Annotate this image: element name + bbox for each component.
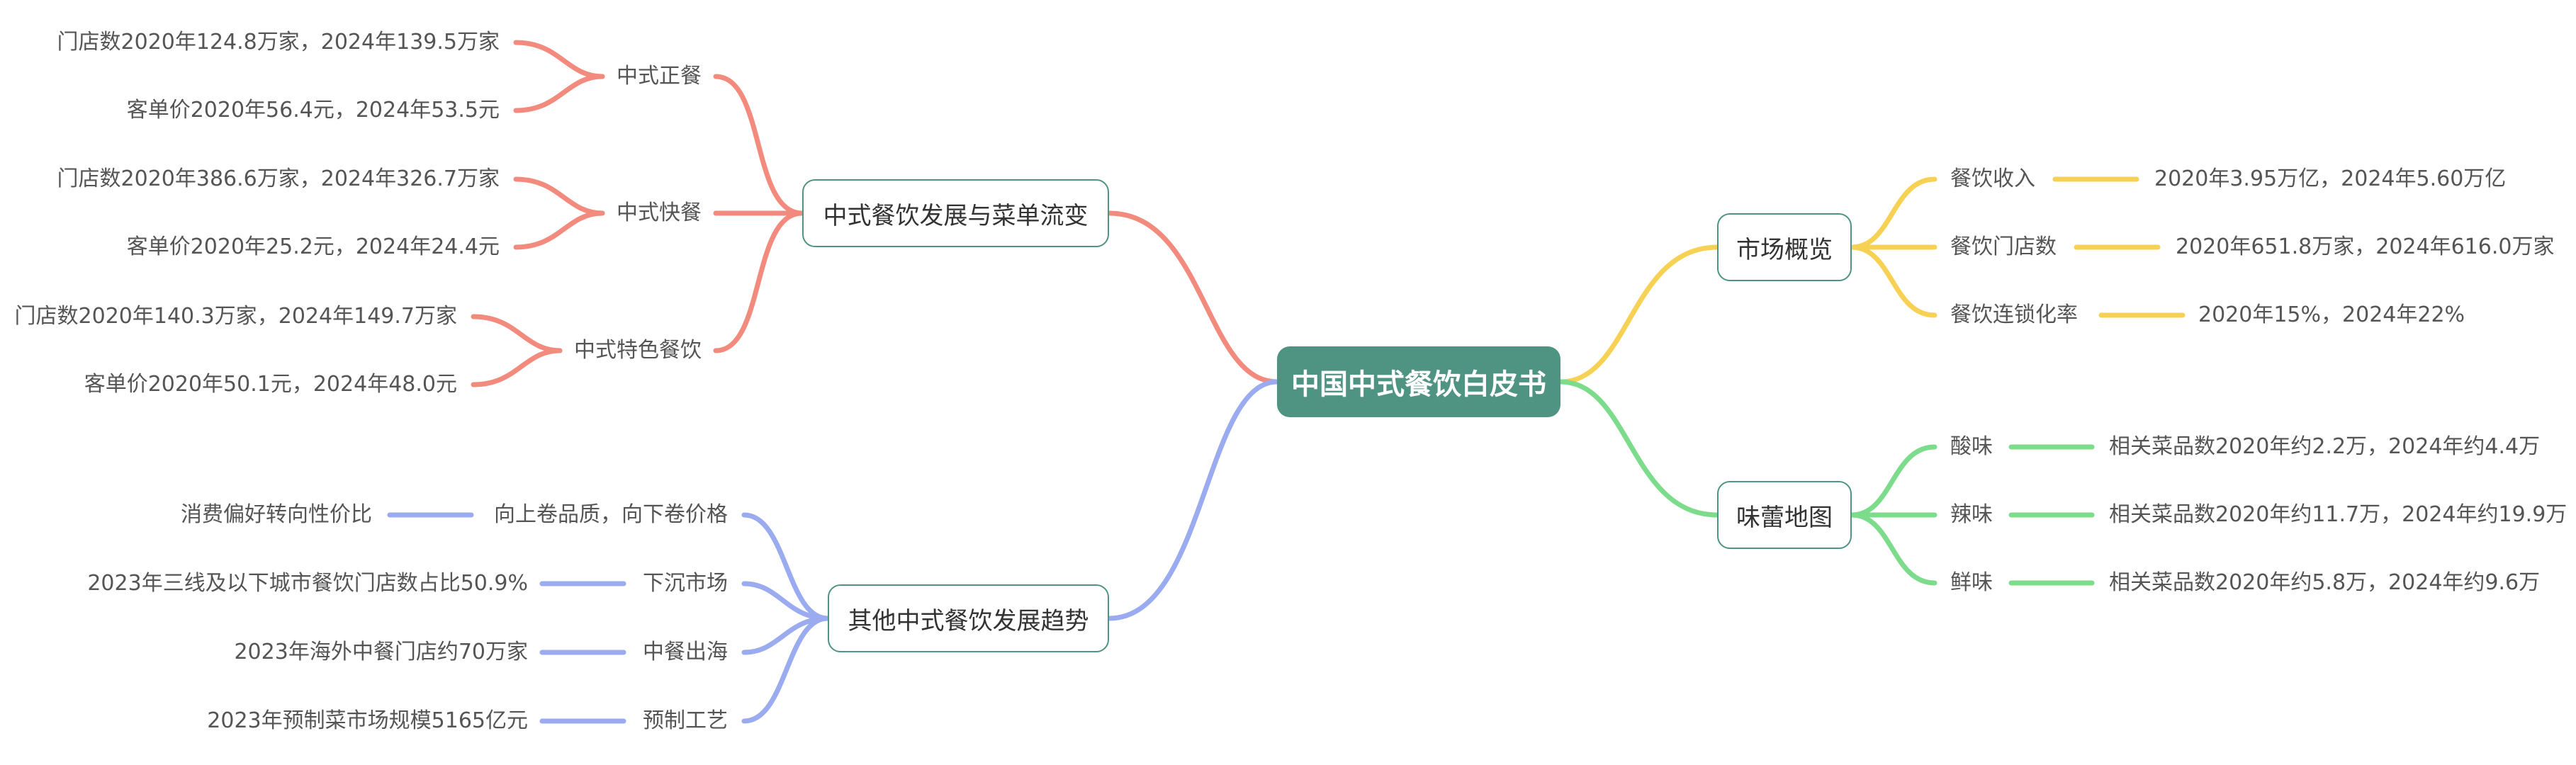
leaf-fast-price[interactable]: 客单价2020年25.2元，2024年24.4元 (126, 234, 500, 259)
subtopic-dining-revenue[interactable]: 餐饮收入 (1950, 166, 2035, 191)
topic-market-overview[interactable]: 市场概览 (1717, 213, 1852, 281)
subtopic-dining-stores[interactable]: 餐饮门店数 (1950, 234, 2057, 259)
topic-taste-map[interactable]: 味蕾地图 (1717, 481, 1852, 549)
leaf-fast-stores[interactable]: 门店数2020年386.6万家，2024年326.7万家 (57, 166, 500, 191)
root-node[interactable]: 中国中式餐饮白皮书 (1277, 346, 1560, 417)
connector-root-market-overview (1558, 244, 1720, 385)
subtopic-spicy-taste[interactable]: 辣味 (1950, 502, 1993, 527)
leaf-spicy-dishes[interactable]: 相关菜品数2020年约11.7万，2024年约19.9万 (2109, 502, 2567, 527)
leaf-sour-dishes[interactable]: 相关菜品数2020年约2.2万，2024年约4.4万 (2109, 434, 2541, 459)
topic-menu-evolution[interactable]: 中式餐饮发展与菜单流变 (802, 179, 1109, 247)
leaf-lower-tier-share[interactable]: 2023年三线及以下城市餐饮门店数占比50.9% (87, 571, 528, 596)
leaf-prepared-food-market[interactable]: 2023年预制菜市场规模5165亿元 (207, 708, 528, 733)
topic-other-trends[interactable]: 其他中式餐饮发展趋势 (828, 584, 1109, 652)
leaf-umami-dishes[interactable]: 相关菜品数2020年约5.8万，2024年约9.6万 (2109, 570, 2541, 595)
leaf-specialty-price[interactable]: 客单价2020年50.1元，2024年48.0元 (84, 372, 457, 397)
connector-root-menu-evolution (1106, 210, 1280, 385)
subtopic-sour-taste[interactable]: 酸味 (1950, 434, 1993, 459)
leaf-formal-price[interactable]: 客单价2020年56.4元，2024年53.5元 (126, 98, 500, 123)
subtopic-lower-tier-market[interactable]: 下沉市场 (643, 571, 728, 596)
subtopic-quality-price[interactable]: 向上卷品质，向下卷价格 (494, 502, 728, 527)
leaf-formal-stores[interactable]: 门店数2020年124.8万家，2024年139.5万家 (57, 30, 500, 55)
connector-root-taste-map (1558, 379, 1720, 518)
leaf-specialty-stores[interactable]: 门店数2020年140.3万家，2024年149.7万家 (14, 304, 457, 329)
subtopic-chinese-specialty-dining[interactable]: 中式特色餐饮 (574, 338, 702, 363)
leaf-chain-rate-values[interactable]: 2020年15%，2024年22% (2198, 302, 2465, 327)
leaf-overseas-stores[interactable]: 2023年海外中餐门店约70万家 (234, 640, 528, 664)
subtopic-chinese-formal-dining[interactable]: 中式正餐 (617, 64, 702, 89)
leaf-stores-values[interactable]: 2020年651.8万家，2024年616.0万家 (2176, 234, 2555, 259)
leaf-revenue-values[interactable]: 2020年3.95万亿，2024年5.60万亿 (2154, 166, 2507, 191)
subtopic-prepared-food[interactable]: 预制工艺 (643, 708, 728, 733)
subtopic-going-overseas[interactable]: 中餐出海 (643, 640, 728, 664)
connector-root-other-trends (1106, 379, 1280, 621)
subtopic-chinese-fast-food[interactable]: 中式快餐 (617, 200, 702, 225)
subtopic-umami-taste[interactable]: 鲜味 (1950, 570, 1993, 595)
leaf-value-preference[interactable]: 消费偏好转向性价比 (181, 502, 372, 527)
subtopic-chain-rate[interactable]: 餐饮连锁化率 (1950, 302, 2078, 327)
